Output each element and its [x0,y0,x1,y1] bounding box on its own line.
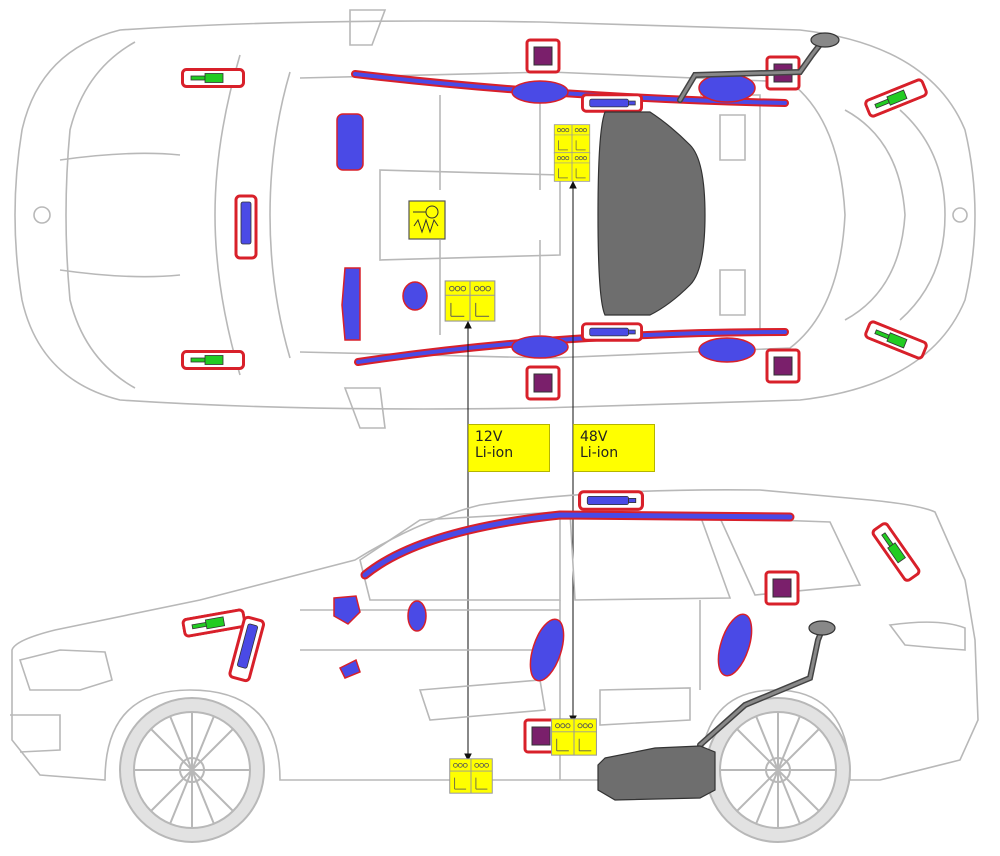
tailgate-strut-side [870,520,922,584]
tailgate-strut-upper [863,77,929,119]
hood-strut-top [234,194,258,260]
battery-12v-label-voltage: 12V [475,429,503,445]
curtain-airbag-side [360,510,795,580]
rear-wheel [705,697,851,843]
top-view [14,9,976,429]
battery-12v-label: 12V Li-ion [468,424,550,472]
front-pyro-module-side [180,607,248,639]
battery-48v-label-type: Li-ion [580,445,619,461]
fuel-tank-icon [597,111,706,316]
battery-48v-label: 48V Li-ion [573,424,655,472]
curtain-airbag-top-lower [354,328,789,366]
roof-strut-side [578,490,644,511]
roof-strut-upper [581,93,643,113]
fuel-filler-top [677,32,840,103]
seat-airbags-side [529,613,753,682]
fuel-tank-side [597,745,716,801]
battery-12v-label-type: Li-ion [475,445,514,461]
front-airbags-side [333,595,427,679]
tailgate-strut-lower [863,319,929,361]
fuel-filler-side [697,620,836,748]
front-pyro-module-upper [180,68,246,88]
battery-48v-label-voltage: 48V [580,429,608,445]
knee-airbag-top [341,267,361,341]
roof-strut-lower [581,322,643,342]
battery-48v-side [550,718,598,756]
top-view-body-outline [14,9,976,429]
control-unit-icon [408,200,446,240]
hood-strut-side [228,615,266,683]
driver-airbag-top [402,281,428,311]
passenger-airbag-top [336,113,364,171]
battery-12v-top [444,280,496,322]
front-wheel [119,697,265,843]
side-airbags-top [511,73,756,363]
battery-48v-top [553,124,591,182]
side-view [10,488,979,843]
front-pyro-module-lower [180,350,246,370]
battery-12v-side [449,758,493,794]
